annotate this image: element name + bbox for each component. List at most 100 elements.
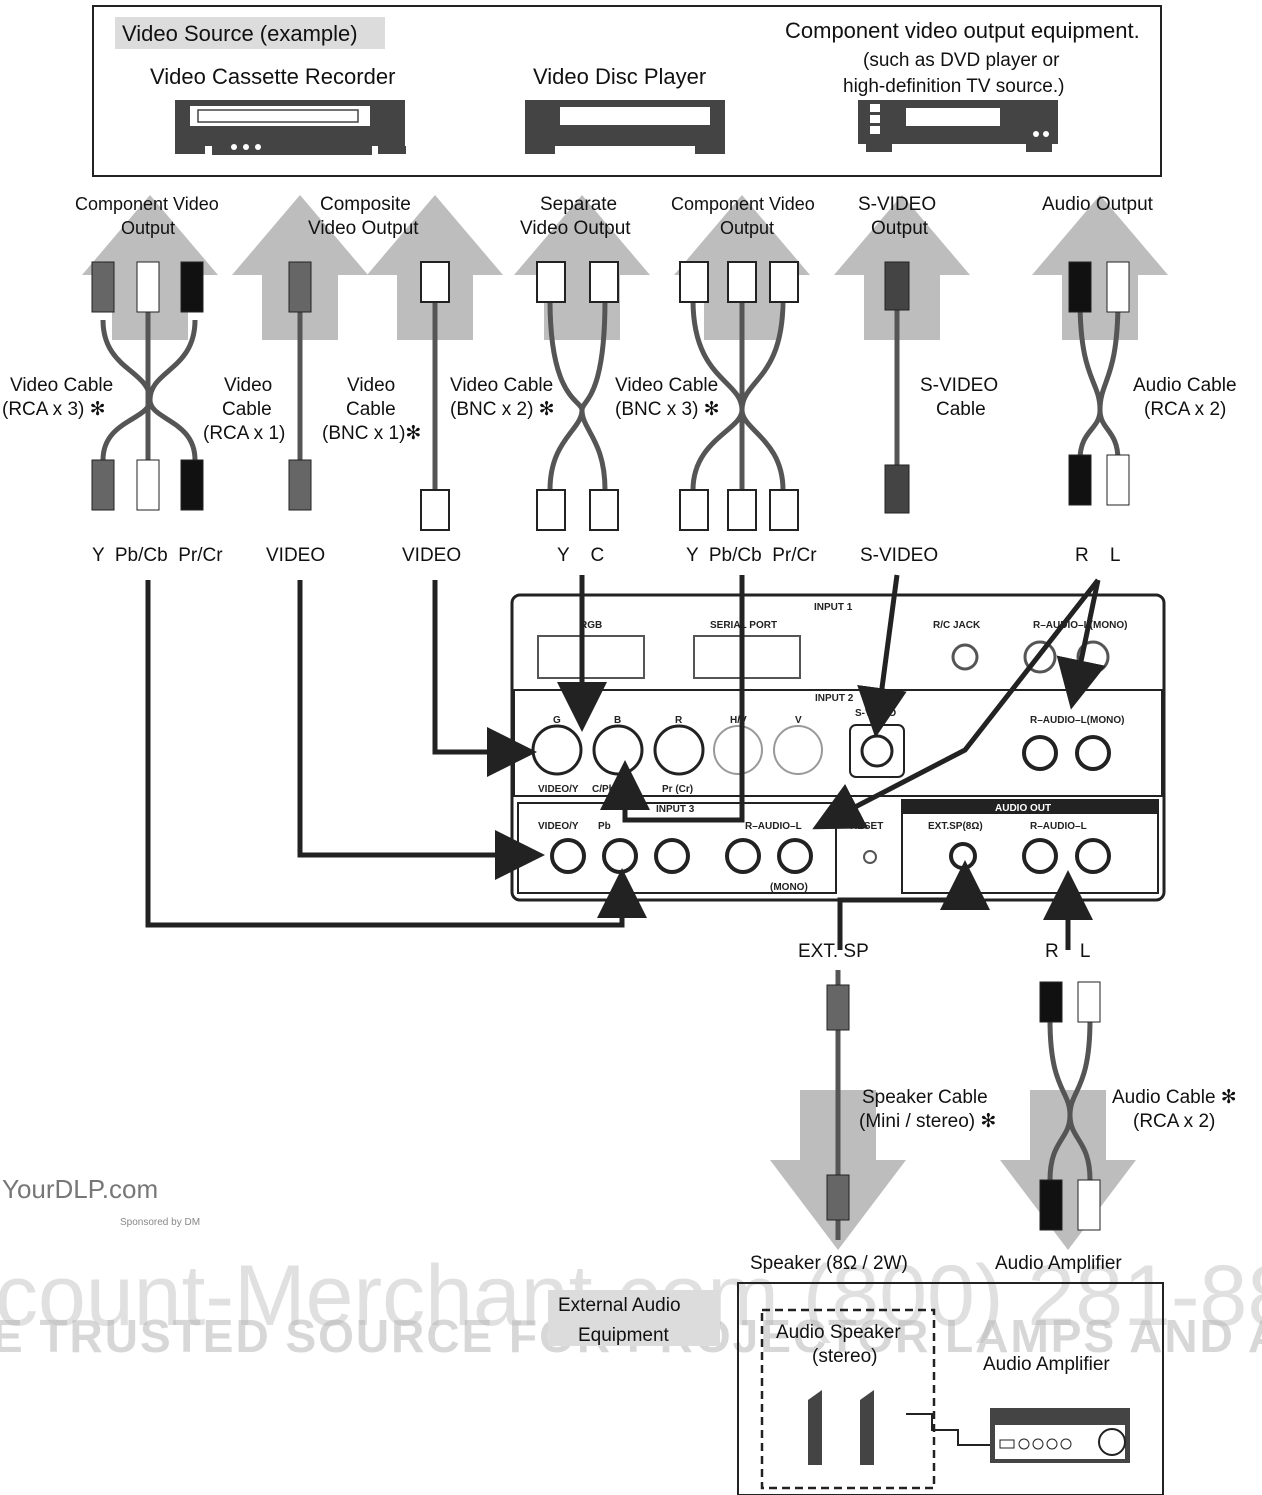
plug-label-video-rca: VIDEO — [266, 545, 325, 566]
panel-mono3: (MONO) — [770, 882, 808, 893]
label-amplifier: Audio Amplifier — [995, 1253, 1122, 1274]
speaker-icon-left — [808, 1390, 822, 1465]
panel-v: V — [795, 715, 802, 726]
panel-video-y: VIDEO/Y — [538, 784, 579, 795]
panel-rgb: RGB — [580, 620, 602, 631]
label-bnc1-1: Video — [347, 375, 395, 396]
label-rca1-2: Cable — [222, 399, 272, 420]
label-lower-rl: R L — [1045, 941, 1090, 962]
cable-labels: Video Cable (RCA x 3) ✻ Video Cable (RCA… — [2, 375, 1237, 444]
label-svideo-output: S-VIDEO — [858, 194, 936, 215]
video-source-box: Video Source (example) Video Cassette Re… — [92, 5, 1162, 177]
component-equip-label-1: Component video output equipment. — [785, 18, 1140, 43]
label-ext-equip-1: External Audio — [558, 1295, 681, 1316]
panel-ext-sp: EXT.SP(8Ω) — [928, 821, 983, 832]
label-bnc2-1: Video Cable — [450, 375, 553, 396]
output-labels: Component Video Output Composite Video O… — [75, 194, 1154, 239]
label-separate-output: Separate — [540, 194, 617, 215]
label-rca3-1: Video Cable — [10, 375, 113, 396]
label-svideo-cable-2: Cable — [936, 399, 986, 420]
panel-input1: INPUT 1 — [814, 602, 853, 613]
panel-pr: Pr (Cr) — [662, 784, 693, 795]
terminal-panel: INPUT 1 RGB SERIAL PORT R/C JACK R–AUDIO… — [510, 593, 1166, 902]
reset-button[interactable] — [863, 850, 877, 864]
watermark-site: YourDLP.com — [2, 1174, 158, 1204]
panel-audio3: R–AUDIO–L — [745, 821, 802, 832]
label-rca1-1: Video — [224, 375, 272, 396]
up-arrow-separate — [514, 195, 650, 340]
plug-label-component1: Y Pb/Cb Pr/Cr — [92, 545, 223, 566]
label-ext-equip-2: Equipment — [578, 1325, 670, 1346]
label-audio-cable-lower-2: (RCA x 2) — [1133, 1111, 1215, 1132]
disc-player-label: Video Disc Player — [533, 64, 706, 89]
label-rca1-3: (RCA x 1) — [203, 423, 285, 444]
panel-g: G — [553, 715, 561, 726]
label-bnc3-2: (BNC x 3) ✻ — [615, 399, 720, 420]
vcr-label: Video Cassette Recorder — [150, 64, 395, 89]
label-speaker-cable-1: Speaker Cable — [862, 1087, 988, 1108]
connector-plugs — [91, 261, 1130, 531]
disc-player-icon — [525, 100, 725, 154]
panel-audio-out-rl: R–AUDIO–L — [1030, 821, 1087, 832]
label-audio-cable-lower-1: Audio Cable ✻ — [1112, 1087, 1237, 1108]
plug-labels: Y Pb/Cb Pr/Cr VIDEO VIDEO Y C Y Pb/Cb Pr… — [92, 545, 1120, 566]
label-audio-amp-box: Audio Amplifier — [983, 1354, 1110, 1375]
component-equip-label-2: (such as DVD player or — [863, 50, 1060, 71]
label-svideo-cable-1: S-VIDEO — [920, 375, 998, 396]
label-audio-cable-1: Audio Cable — [1133, 375, 1237, 396]
label-component-output-1b: Output — [121, 218, 175, 238]
label-component-output-1: Component Video — [75, 194, 219, 214]
panel-audio-out: AUDIO OUT — [995, 803, 1051, 814]
plug-label-component2: Y Pb/Cb Pr/Cr — [686, 545, 817, 566]
label-audio-cable-2: (RCA x 2) — [1144, 399, 1226, 420]
speaker-icon-right — [860, 1390, 874, 1465]
panel-rc-jack: R/C JACK — [933, 620, 981, 631]
label-separate-output-b: Video Output — [520, 218, 631, 239]
label-audio-speaker-2: (stereo) — [812, 1346, 877, 1367]
label-audio-output: Audio Output — [1042, 194, 1154, 215]
label-component-output-2: Component Video — [671, 194, 815, 214]
plug-label-video-bnc: VIDEO — [402, 545, 461, 566]
plug-label-rl: R L — [1075, 545, 1120, 566]
label-ext-sp: EXT. SP — [798, 941, 869, 962]
amplifier-icon — [990, 1408, 1130, 1463]
label-speaker-cable-2: (Mini / stereo) ✻ — [859, 1111, 996, 1132]
label-rca3-2: (RCA x 3) ✻ — [2, 399, 106, 420]
lower-output: EXT. SP R L Speaker Cable (Mini / stereo… — [548, 941, 1237, 1495]
vcr-icon — [175, 100, 406, 155]
plug-label-yc: Y C — [557, 545, 604, 566]
label-bnc1-2: Cable — [346, 399, 396, 420]
watermark-sponsor: Sponsored by DM — [120, 1217, 200, 1228]
label-composite-output-b: Video Output — [308, 218, 419, 239]
label-component-output-2b: Output — [720, 218, 774, 238]
dvd-player-icon — [858, 100, 1058, 152]
label-bnc1-3: (BNC x 1)✻ — [322, 423, 421, 444]
component-equip-label-3: high-definition TV source.) — [843, 76, 1064, 97]
panel-audio-mono2: R–AUDIO–L(MONO) — [1030, 715, 1124, 726]
label-speaker-spec: Speaker (8Ω / 2W) — [750, 1253, 908, 1274]
panel-audio-mono1: R–AUDIO–L(MONO) — [1033, 620, 1127, 631]
label-svideo-output-b: Output — [871, 218, 929, 239]
panel-r: R — [675, 715, 683, 726]
panel-video-y3: VIDEO/Y — [538, 821, 579, 832]
label-bnc3-1: Video Cable — [615, 375, 718, 396]
label-composite-output: Composite — [320, 194, 411, 215]
down-arrow-amplifier — [1000, 1090, 1136, 1250]
label-audio-speaker-1: Audio Speaker — [776, 1322, 901, 1343]
plug-label-svideo: S-VIDEO — [860, 545, 938, 566]
panel-cpb: C/Pb (Cb) — [592, 784, 638, 795]
connection-arrows — [145, 574, 1106, 950]
panel-input3: INPUT 3 — [656, 804, 695, 815]
panel-b: B — [614, 715, 621, 726]
label-bnc2-2: (BNC x 2) ✻ — [450, 399, 555, 420]
up-arrow-audio — [1032, 195, 1168, 340]
panel-reset: RESET — [850, 821, 883, 832]
panel-hv: H/V — [730, 715, 747, 726]
video-source-example-label: Video Source (example) — [122, 21, 358, 46]
panel-input2: INPUT 2 — [815, 693, 854, 704]
upward-arrows — [82, 195, 1168, 340]
cables — [100, 299, 1121, 491]
panel-pb3: Pb — [598, 821, 611, 832]
